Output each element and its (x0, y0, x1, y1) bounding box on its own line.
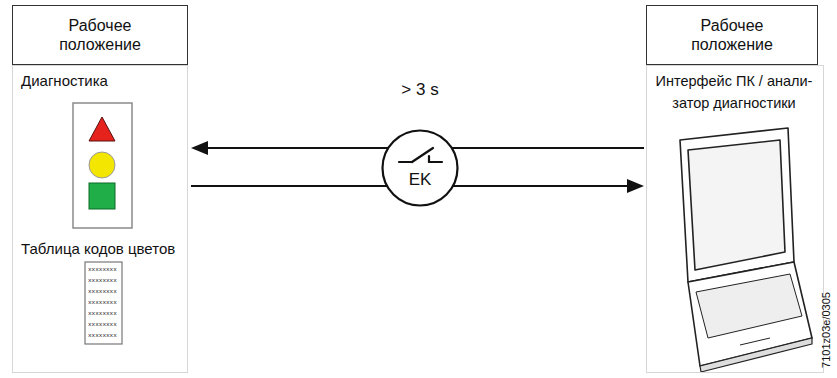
laptop-touchpad (740, 338, 770, 345)
table-cell: xxxxxxxx (88, 266, 117, 273)
switch-circle: EK (381, 129, 459, 207)
table-cell: xxxxxxxx (88, 321, 117, 328)
laptop-screen (688, 140, 785, 270)
position-header: Рабочее положение (12, 5, 188, 65)
red-triangle (89, 117, 115, 141)
node-text: EK (409, 170, 432, 190)
diagnostic-icon-frame (73, 103, 132, 228)
laptop-illustration (680, 128, 812, 372)
table-cell: xxxxxxxx (88, 288, 117, 295)
laptop-edge (700, 338, 812, 372)
yellow-circle (89, 152, 115, 178)
time-label: > 3 s (375, 79, 465, 100)
laptop-keyboard (696, 274, 802, 338)
circle-outline (381, 129, 459, 207)
green-square (89, 183, 115, 209)
arrow-head (191, 141, 208, 155)
pc-interface-panel: Интерфейс ПК / анали- затор диагностики (646, 65, 824, 373)
document-code: 7101z03e/0305 (819, 285, 833, 375)
circle-shape (383, 131, 458, 206)
table-caption: Таблица кодов цветов (19, 240, 177, 258)
panel-title: Интерфейс ПК / анали- затор диагностики (648, 70, 820, 114)
laptop-base (688, 262, 812, 366)
panel-title: Диагностика (19, 72, 110, 90)
arrow-head (627, 179, 644, 193)
node-text: Рабочее положение (677, 16, 787, 54)
node-text: Рабочее положение (45, 16, 155, 54)
table-cell: xxxxxxxx (88, 310, 117, 317)
table-cell: xxxxxxxx (88, 332, 117, 339)
table-icon-frame (85, 262, 122, 344)
table-cell: xxxxxxxx (88, 277, 117, 284)
position-header: Рабочее положение (646, 5, 818, 65)
table-cell: xxxxxxxx (88, 299, 117, 306)
laptop-screen-frame (680, 128, 794, 282)
